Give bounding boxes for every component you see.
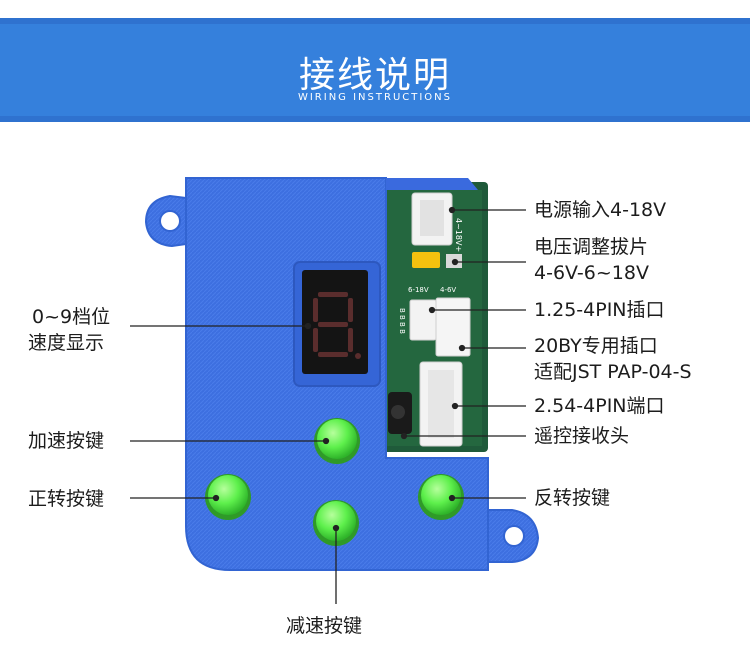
connector-20by [435,297,471,357]
pins-silkscreen: B B B B [398,308,406,334]
label-port-254: 2.54-4PIN端口 [534,395,665,417]
case-frame-top [386,178,478,190]
label-port-20by-1: 20BY专用插口 [534,335,658,357]
header-banner [0,18,750,122]
connector-125 [409,299,437,341]
label-display-2: 速度显示 [28,332,105,354]
display-digit [313,292,361,359]
accel-button[interactable] [314,418,360,464]
power-silkscreen: 4~18V+ [454,218,463,252]
header-banner-inner [0,24,750,116]
connector-254-slot [428,370,454,438]
label-port-20by-2: 适配JST PAP-04-S [534,361,692,383]
label-reverse-button: 反转按键 [534,487,611,509]
label-voltage-jumper-2: 4-6V-6~18V [534,262,649,284]
label-port-125: 1.25-4PIN插口 [534,299,665,321]
page-subtitle: WIRING INSTRUCTIONS [297,92,453,103]
label-forward-button: 正转按键 [28,488,105,510]
jumper2-silkscreen: 4-6V [440,286,456,294]
power-connector-slot [420,200,444,236]
label-decel-button: 减速按键 [286,615,363,637]
label-power-input: 电源输入4-18V [534,199,667,221]
label-display-1: 0~9档位 [32,306,111,328]
mounting-hole-left [159,210,181,232]
voltage-jumper [412,252,440,268]
page-title: 接线说明 [298,55,451,96]
ir-receiver-lens [391,405,405,419]
jumper-silkscreen: 6-18V [408,286,429,294]
label-voltage-jumper-1: 电压调整拔片 [534,236,649,258]
mounting-hole-right [503,525,525,547]
label-accel-button: 加速按键 [28,430,105,452]
decel-button[interactable] [313,500,359,546]
reverse-button[interactable] [418,474,464,520]
forward-button[interactable] [205,474,251,520]
label-ir-receiver: 遥控接收头 [534,425,630,447]
